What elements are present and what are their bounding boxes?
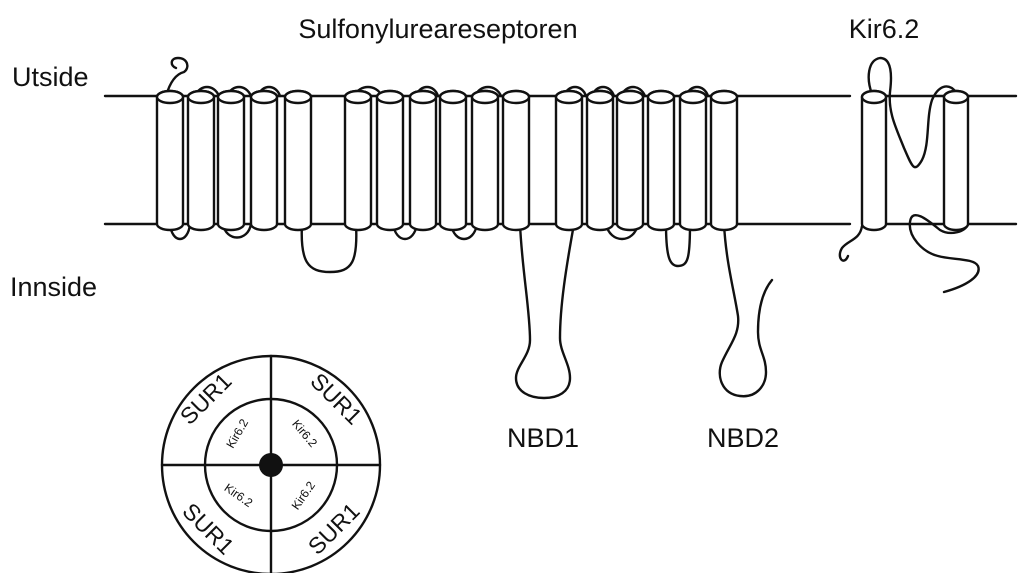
nbd2-domain	[720, 224, 772, 396]
kir62-label-top-right: Kir6.2	[289, 417, 320, 450]
kir62-label-top-left: Kir6.2	[223, 416, 251, 450]
katp-complex-top-view: SUR1 SUR1 SUR1 SUR1 Kir6.2 Kir6.2 Kir6.2…	[162, 356, 380, 573]
sur1-intracellular-loops	[170, 224, 690, 272]
sur1-transmembrane-helices	[157, 91, 737, 230]
central-pore	[259, 453, 283, 477]
kir62-label-bottom-left: Kir6.2	[222, 481, 256, 511]
sur1-label-bottom-right: SUR1	[303, 498, 365, 560]
inside-label: Innside	[10, 272, 97, 302]
kir62-label: Kir6.2	[849, 14, 920, 44]
nbd1-label: NBD1	[507, 423, 579, 453]
sur1-label-bottom-left: SUR1	[177, 498, 239, 560]
nbd2-label: NBD2	[707, 423, 779, 453]
diagram-title: Sulfonylureareseptoren	[298, 14, 577, 44]
nbd1-domain	[516, 224, 574, 398]
outside-label: Utside	[12, 62, 89, 92]
kir62-label-bottom-right: Kir6.2	[289, 478, 319, 512]
kir62-subunit	[840, 58, 979, 292]
